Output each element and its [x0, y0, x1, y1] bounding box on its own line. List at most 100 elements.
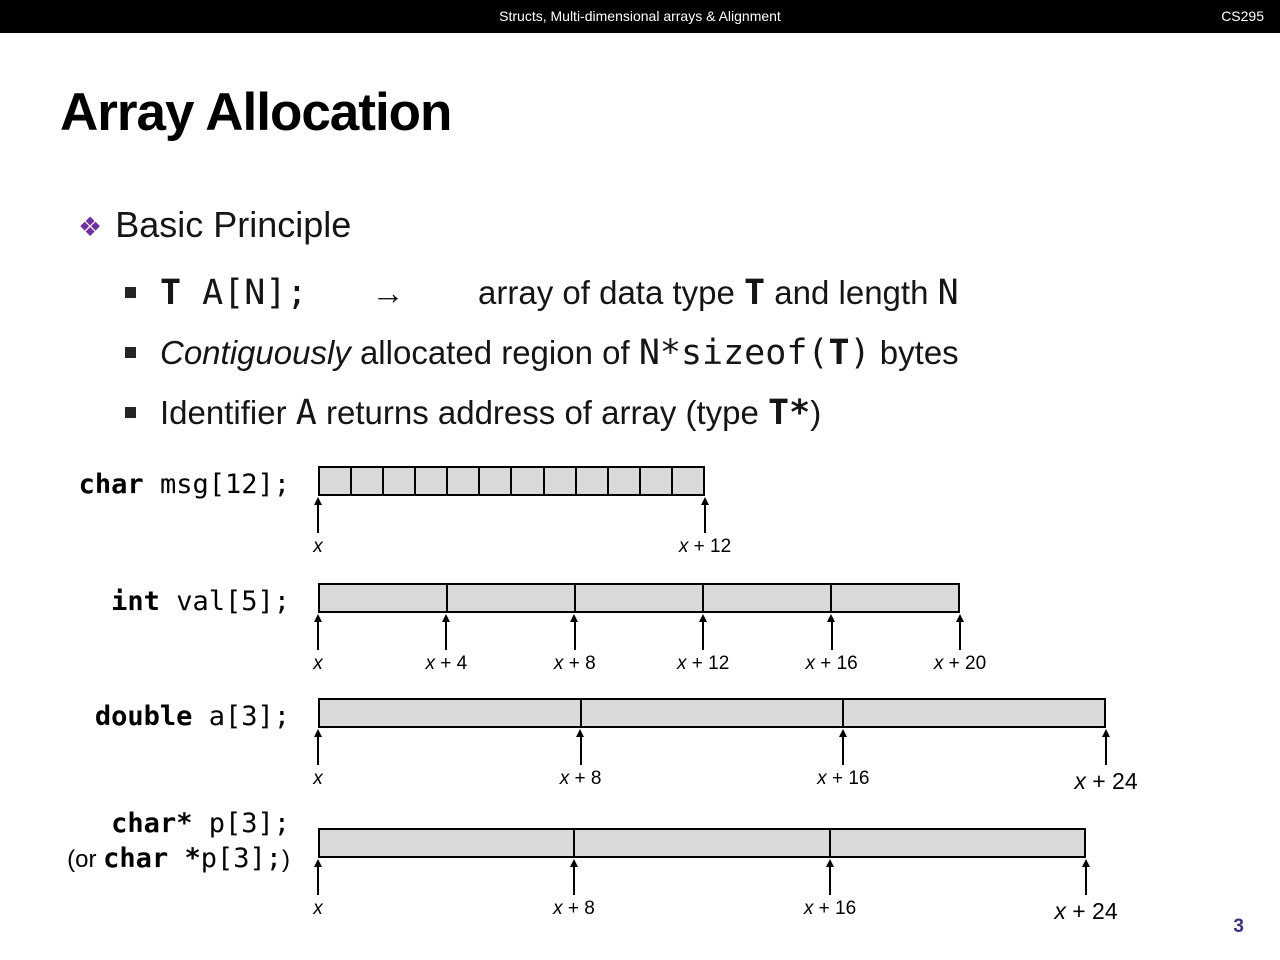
diamond-bullet-icon: ❖ — [78, 212, 103, 242]
tick-offset: + 24 — [1085, 768, 1138, 794]
tick-offset: + 8 — [569, 768, 602, 789]
tick-offset: + 16 — [813, 898, 857, 919]
page-number: 3 — [1233, 916, 1244, 937]
memory-bar — [318, 828, 1086, 858]
arrow-head — [700, 497, 709, 505]
tick-variable-x: x — [933, 653, 944, 674]
tick-label: x + 20 — [890, 653, 1030, 675]
text-segment: returns address of array (type — [316, 394, 769, 431]
text-segment: double — [94, 701, 193, 732]
text-segment: N — [937, 273, 959, 313]
tick-label: x + 8 — [504, 898, 644, 920]
bullet-square-icon — [125, 347, 136, 358]
declaration-line: int val[5]; — [111, 584, 290, 619]
arrow-line — [704, 503, 706, 533]
text-segment: ) — [282, 846, 290, 873]
arrow-line — [317, 865, 319, 895]
address-arrow-icon — [576, 729, 585, 765]
arrow-line — [317, 620, 319, 650]
header-title: Structs, Multi-dimensional arrays & Alig… — [499, 8, 781, 24]
tick-variable-x: x — [803, 898, 814, 919]
tick-offset: + 8 — [562, 898, 595, 919]
tick-label: x + 24 — [1036, 768, 1176, 795]
declaration-line: char msg[12]; — [79, 467, 290, 502]
tick-offset: + 4 — [435, 653, 468, 674]
tick-variable-x: x — [1074, 768, 1086, 794]
memory-cell — [545, 468, 577, 494]
memory-cell — [320, 468, 353, 494]
tick-variable-x: x — [553, 898, 563, 919]
address-arrow-icon — [313, 859, 323, 895]
arrow-head — [838, 729, 847, 737]
arrow-line — [445, 620, 448, 650]
tick-variable-x: x — [1054, 898, 1066, 924]
address-arrow-icon — [700, 497, 710, 533]
memory-cell — [704, 585, 832, 611]
address-arrow-icon — [827, 614, 836, 650]
address-arrow-icon — [313, 497, 323, 533]
arrow-head — [441, 614, 450, 622]
arrow-head — [313, 614, 322, 622]
address-arrow-icon — [825, 859, 835, 895]
memory-cell — [641, 468, 673, 494]
tick-variable-x: x — [678, 536, 689, 557]
tick-variable-x: x — [553, 653, 564, 674]
arrow-head — [698, 614, 707, 622]
text-segment: msg[12]; — [143, 469, 290, 500]
arrow-line — [317, 503, 319, 533]
text-segment: char * — [103, 843, 201, 874]
tick-variable-x: x — [313, 768, 323, 789]
tick-label: x — [248, 536, 388, 558]
sub-bullet: Identifier A returns address of array (t… — [125, 392, 821, 434]
tick-offset: + 20 — [943, 653, 987, 674]
text-segment: T — [744, 273, 766, 313]
text-segment: int — [111, 586, 160, 617]
tick-offset: + 8 — [563, 653, 596, 674]
address-arrow-icon — [441, 614, 451, 650]
address-arrow-icon — [570, 614, 579, 650]
bullet-square-icon — [125, 407, 136, 418]
arrow-line — [959, 620, 961, 650]
text-segment: → — [307, 274, 479, 311]
sub-bullet-text: Identifier A returns address of array (t… — [160, 392, 821, 434]
text-segment: and length — [765, 274, 938, 311]
tick-label: x + 8 — [505, 653, 645, 675]
arrow-line — [579, 735, 582, 765]
text-segment: A[N]; — [181, 273, 308, 313]
tick-offset: + 16 — [826, 768, 870, 789]
address-arrow-icon — [313, 614, 323, 650]
tick-label: x + 16 — [762, 653, 902, 675]
arrow-line — [317, 735, 319, 765]
tick-variable-x: x — [817, 768, 827, 789]
arrow-head — [1101, 729, 1110, 737]
header-bar: Structs, Multi-dimensional arrays & Alig… — [0, 0, 1280, 33]
tick-label: x + 4 — [376, 653, 516, 675]
arrow-head — [1081, 859, 1090, 867]
tick-label: x + 12 — [633, 653, 773, 675]
text-segment: Contiguously — [160, 334, 351, 371]
text-segment: ) — [849, 333, 871, 373]
tick-label: x + 12 — [635, 536, 775, 558]
tick-variable-x: x — [677, 653, 687, 674]
text-segment: T* — [768, 393, 811, 433]
text-segment: Identifier — [160, 394, 296, 431]
tick-variable-x: x — [559, 768, 570, 789]
tick-label: x — [248, 768, 388, 790]
memory-cell — [576, 585, 704, 611]
memory-bar — [318, 698, 1106, 728]
arrow-head — [576, 729, 585, 737]
arrow-line — [702, 620, 705, 650]
bullet-square-icon — [125, 287, 136, 298]
address-arrow-icon — [313, 729, 323, 765]
text-segment: N*sizeof( — [638, 333, 829, 373]
arrow-head — [569, 859, 578, 867]
text-segment: a[3]; — [192, 701, 290, 732]
arrow-line — [573, 865, 575, 895]
address-arrow-icon — [1101, 729, 1111, 765]
